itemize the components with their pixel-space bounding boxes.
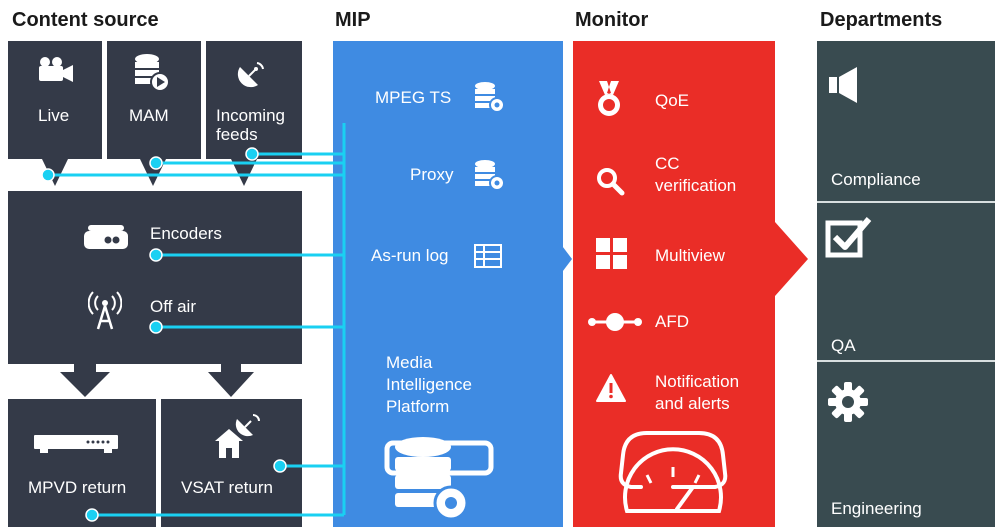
platform-label-line1: Media xyxy=(386,353,433,372)
down-arrow xyxy=(208,364,254,397)
afd-label: AFD xyxy=(655,312,689,331)
broadcast-tower-icon xyxy=(88,291,122,330)
mam-label: MAM xyxy=(129,106,169,125)
mpvd-box: MPVD return xyxy=(8,399,156,527)
monitor-header: Monitor xyxy=(575,9,649,31)
table-grid-icon xyxy=(474,244,502,268)
gear-icon xyxy=(828,382,868,422)
notification-label-line2: and alerts xyxy=(655,394,730,413)
server-gear-icon xyxy=(384,437,494,521)
down-arrow xyxy=(231,159,257,186)
live-box: Live xyxy=(8,41,102,159)
compliance-label: Compliance xyxy=(831,170,921,189)
as-run-log-label: As-run log xyxy=(371,246,449,265)
mam-box: MAM xyxy=(107,41,201,159)
mip-column: MPEG TS Proxy As-run log Media Intellige… xyxy=(333,41,563,527)
multiview-label: Multiview xyxy=(655,246,725,265)
satellite-dish-icon xyxy=(237,62,264,88)
encoders-offair-box: Encoders Off air xyxy=(8,191,302,364)
vsat-return-label: VSAT return xyxy=(181,478,273,497)
platform-label-line3: Platform xyxy=(386,397,450,416)
database-gear-icon xyxy=(475,160,505,191)
incoming-feeds-box: Incoming feeds xyxy=(206,41,302,159)
content-source-header: Content source xyxy=(12,9,159,31)
engineering-label: Engineering xyxy=(831,499,922,518)
live-label: Live xyxy=(38,106,70,125)
departments-header: Departments xyxy=(820,9,943,31)
monitor-to-departments-arrow xyxy=(775,222,808,296)
cc-label-line2: verification xyxy=(655,176,737,195)
database-gear-icon xyxy=(475,82,505,113)
department-divider xyxy=(817,360,995,362)
magnifier-icon xyxy=(597,168,625,196)
video-camera-icon xyxy=(39,57,73,82)
off-air-label: Off air xyxy=(150,297,196,316)
set-top-box-icon xyxy=(34,435,118,453)
gauge-icon xyxy=(618,431,728,513)
encoders-label: Encoders xyxy=(150,224,222,243)
house-satellite-icon xyxy=(215,414,260,458)
mip-header: MIP xyxy=(335,9,371,31)
platform-label-line2: Intelligence xyxy=(386,375,473,394)
connector-dot xyxy=(41,168,55,182)
qa-label: QA xyxy=(831,336,856,355)
down-arrow xyxy=(60,364,110,397)
cc-label-line1: CC xyxy=(655,154,680,173)
encoder-device-icon xyxy=(84,225,128,249)
down-arrow xyxy=(140,159,166,186)
notification-label-line1: Notification xyxy=(655,372,740,391)
incoming-label-line1: Incoming xyxy=(216,106,285,125)
vsat-box: VSAT return xyxy=(161,399,302,527)
mpvd-return-label: MPVD return xyxy=(28,478,127,497)
department-divider xyxy=(817,201,995,203)
monitor-column: QoE CC verification Multiview AFD Notifi… xyxy=(573,41,775,527)
megaphone-icon xyxy=(829,67,857,103)
incoming-label-line2: feeds xyxy=(216,125,258,144)
mpeg-ts-label: MPEG TS xyxy=(375,88,452,107)
afd-slider-icon xyxy=(588,313,642,331)
qoe-label: QoE xyxy=(655,91,690,110)
medal-icon xyxy=(598,81,620,116)
departments-column: Compliance QA Engineering xyxy=(817,41,995,527)
down-arrow xyxy=(42,159,68,186)
grid-icon xyxy=(596,238,627,269)
proxy-label: Proxy xyxy=(410,165,454,184)
checkbox-icon xyxy=(825,217,872,258)
warning-icon xyxy=(596,374,626,402)
database-play-icon xyxy=(135,54,170,92)
